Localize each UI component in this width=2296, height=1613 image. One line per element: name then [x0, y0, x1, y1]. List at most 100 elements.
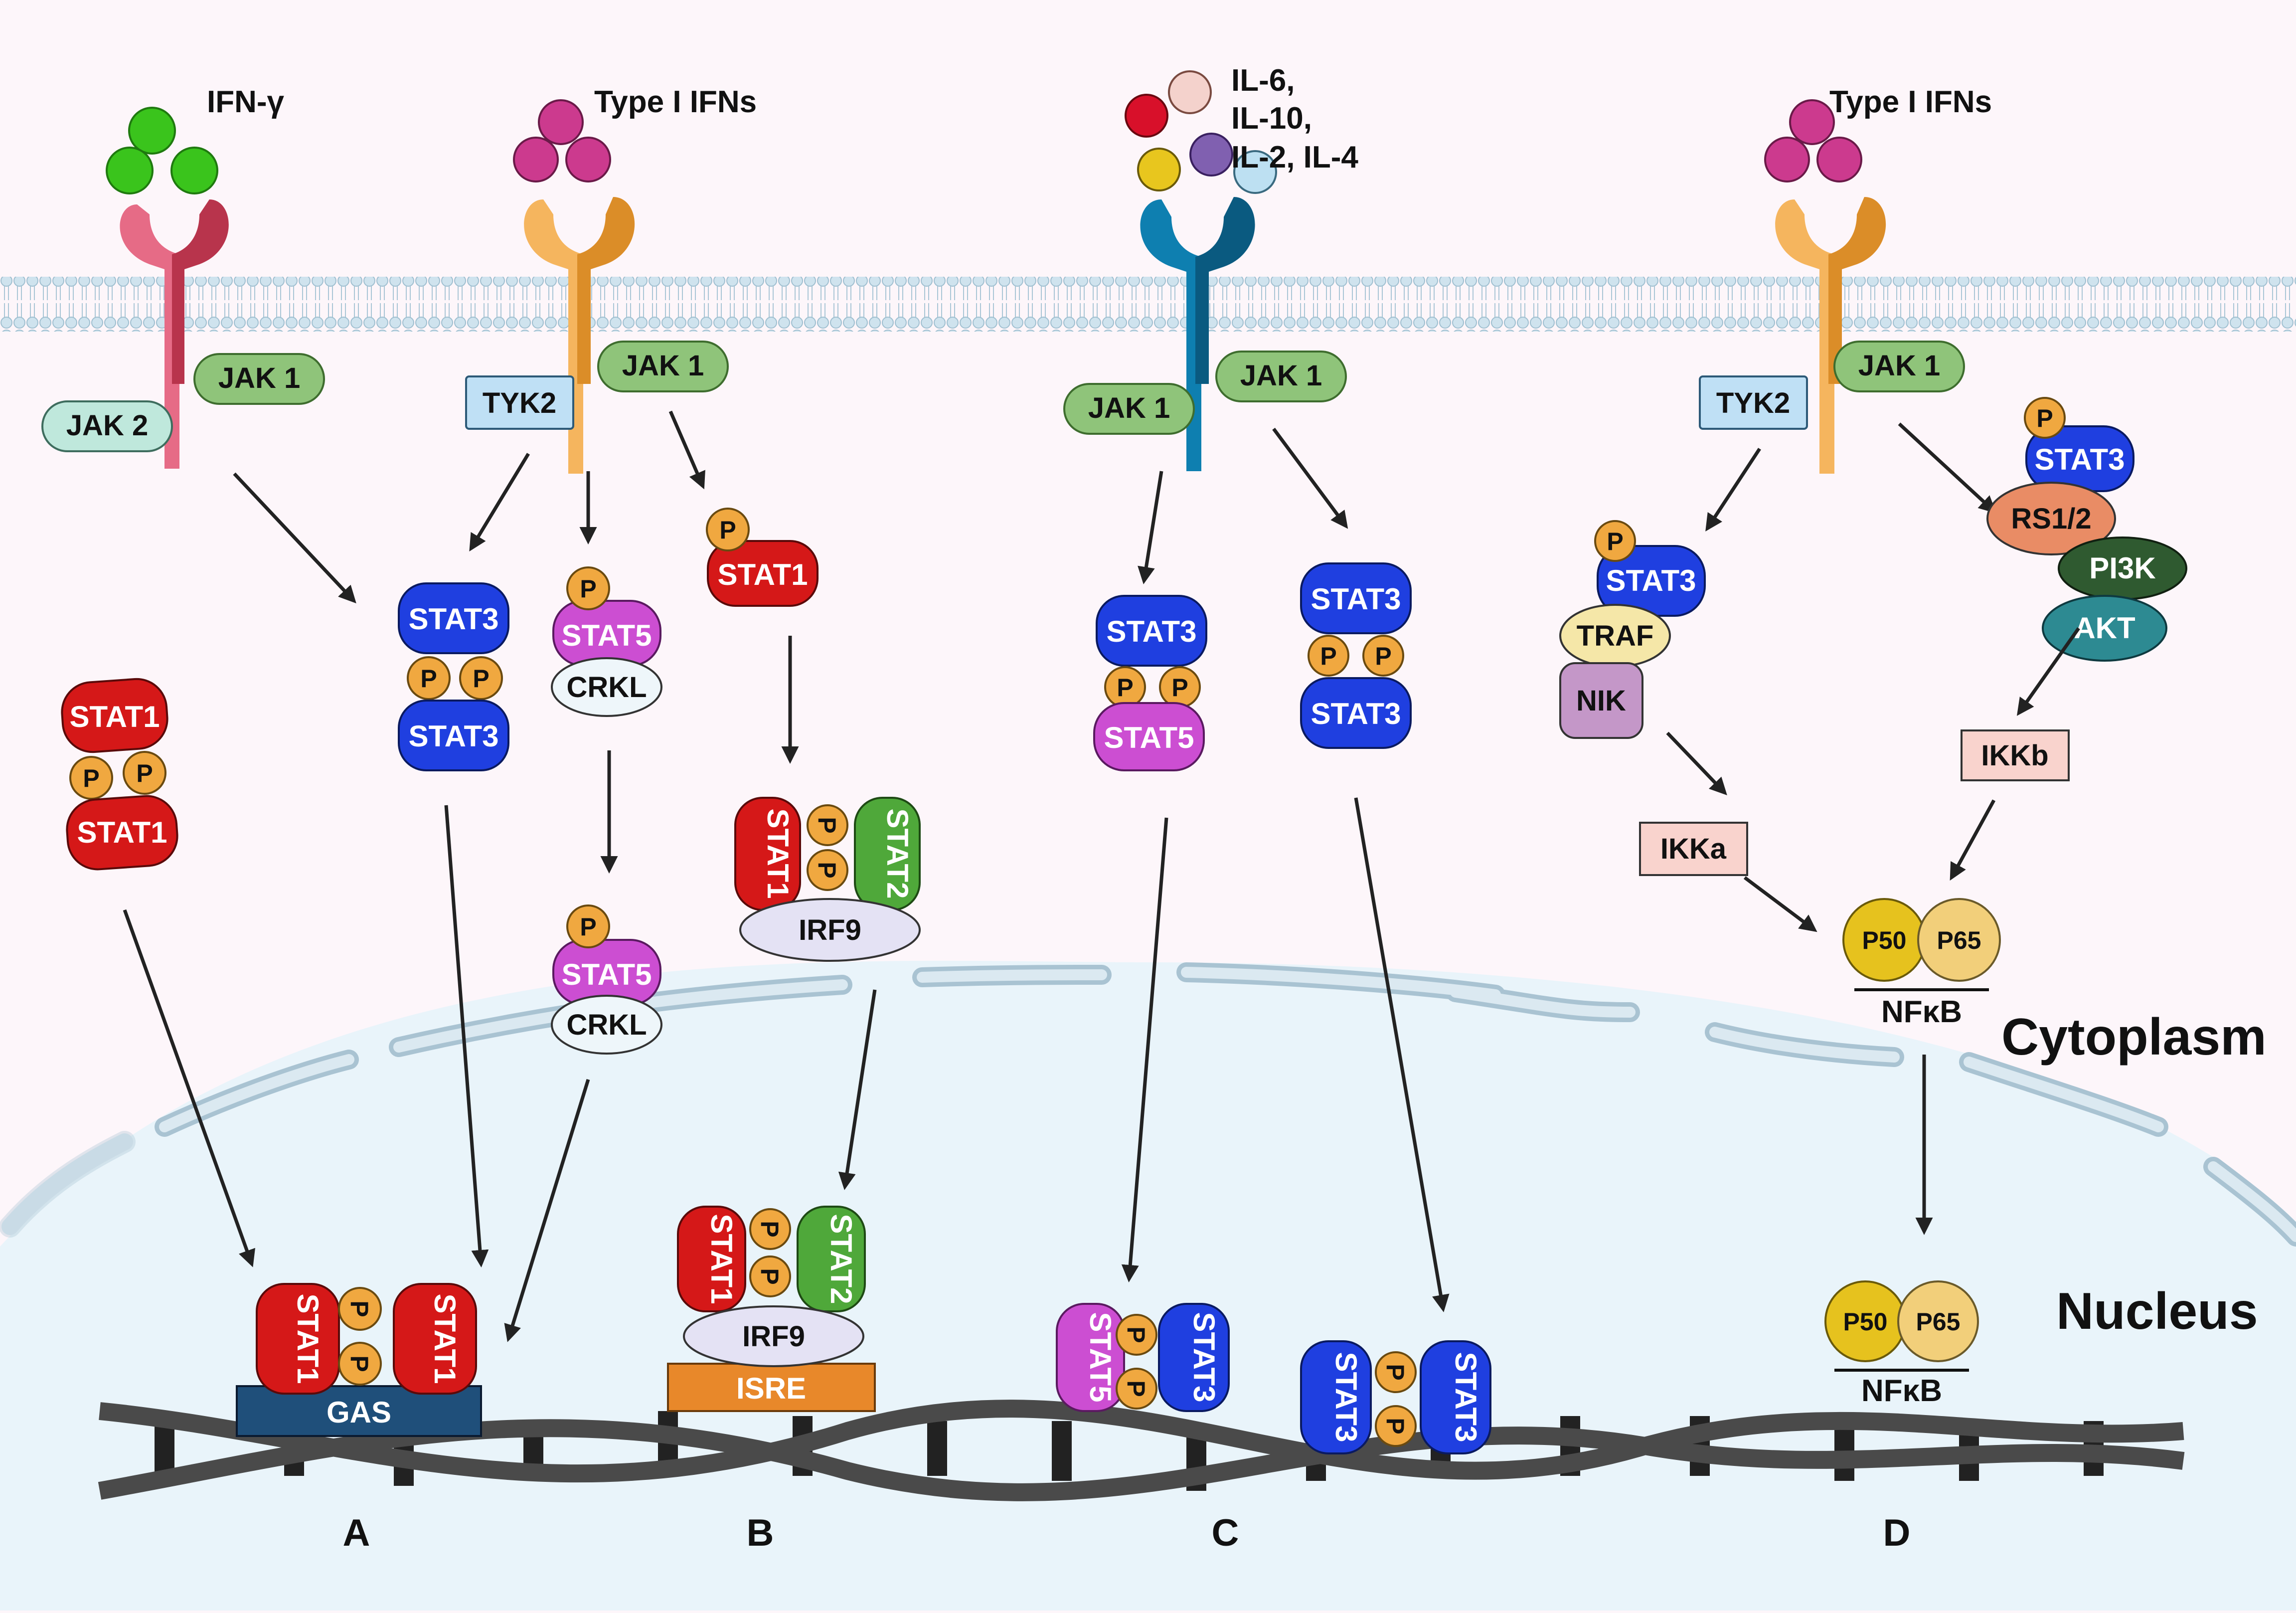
svg-text:RS1/2: RS1/2	[2011, 503, 2091, 535]
svg-text:STAT3: STAT3	[1187, 1312, 1221, 1402]
arrow-d2	[1898, 422, 1997, 514]
svg-text:P: P	[813, 862, 841, 878]
svg-text:JAK 2: JAK 2	[66, 409, 148, 442]
svg-text:STAT1: STAT1	[428, 1293, 462, 1384]
il-label-3: IL-2, IL-4	[1231, 140, 1358, 175]
il-label-1: IL-6,	[1231, 63, 1295, 98]
svg-text:IKKa: IKKa	[1660, 833, 1727, 865]
stat3-rs12-pi3k-akt: STAT3 P RS1/2 PI3K AKT	[1986, 397, 2187, 662]
ligand-interleukins	[1125, 70, 1277, 194]
arrow-d4	[2016, 627, 2080, 716]
ifn-gamma-label: IFN-γ	[207, 85, 285, 119]
svg-text:P: P	[1122, 1326, 1150, 1343]
svg-text:STAT2: STAT2	[881, 808, 914, 898]
svg-text:IKKb: IKKb	[1981, 739, 2048, 772]
arrow-a3	[444, 805, 489, 1267]
ligand-type1-ifns-d	[1764, 99, 1862, 182]
svg-text:P: P	[1381, 1418, 1409, 1434]
type1-ifns-d-label: Type I IFNs	[1829, 85, 1992, 119]
svg-text:P65: P65	[1916, 1308, 1961, 1336]
jak1-c-right: JAK 1	[1215, 351, 1347, 402]
arrow-a1	[233, 472, 356, 604]
arrow-c2	[1272, 427, 1348, 529]
tyk2-d: TYK2	[1699, 375, 1808, 430]
arrow-b3	[668, 410, 705, 490]
isgf3-isre: ISRE STAT1 P P STAT2 IRF9	[667, 1206, 876, 1412]
svg-text:IRF9: IRF9	[742, 1320, 805, 1353]
stat3-dimer-a: STAT3 P P STAT3	[398, 582, 509, 771]
svg-text:JAK 1: JAK 1	[622, 350, 704, 382]
svg-text:TYK2: TYK2	[483, 387, 556, 419]
stat1-dimer-a: STAT1 P P STAT1	[61, 678, 178, 871]
arrow-d5	[1950, 799, 1996, 881]
jak1-b: JAK 1	[597, 341, 729, 392]
svg-text:STAT2: STAT2	[824, 1214, 858, 1304]
stat1-dimer-gas: GAS STAT1 P P STAT1	[236, 1283, 482, 1437]
svg-text:STAT1: STAT1	[705, 1214, 738, 1304]
svg-text:P: P	[1607, 528, 1623, 555]
ikka-box: IKKa	[1639, 822, 1748, 876]
svg-text:P: P	[719, 516, 736, 544]
stat3-stat5-c: STAT3 P P STAT5	[1093, 595, 1207, 771]
svg-text:P: P	[345, 1355, 373, 1372]
svg-text:P50: P50	[1843, 1308, 1888, 1336]
svg-text:P: P	[813, 817, 841, 833]
arrow-c4	[1354, 797, 1450, 1312]
nucleus-label: Nucleus	[2056, 1282, 2258, 1340]
svg-text:P: P	[2036, 404, 2053, 432]
svg-text:NFκB: NFκB	[1861, 1374, 1942, 1408]
arrow-d6	[1743, 876, 1817, 932]
svg-text:STAT1: STAT1	[717, 558, 808, 591]
panel-label-c: C	[1212, 1512, 1239, 1554]
stat3-dimer-nucleus: STAT3 P P STAT3	[1300, 1340, 1491, 1454]
panel-label-a: A	[343, 1512, 370, 1554]
stat3-traf-nik: STAT3 P TRAF NIK	[1559, 520, 1706, 739]
svg-text:P: P	[1381, 1364, 1409, 1380]
svg-text:NFκB: NFκB	[1881, 995, 1962, 1029]
svg-text:STAT5: STAT5	[1084, 1312, 1117, 1402]
jak1-c-left: JAK 1	[1063, 383, 1195, 435]
svg-text:P: P	[580, 575, 596, 603]
svg-text:AKT: AKT	[2074, 611, 2135, 645]
svg-text:P: P	[1171, 674, 1188, 702]
svg-text:P: P	[756, 1221, 784, 1237]
svg-text:CRKL: CRKL	[566, 671, 647, 704]
svg-text:JAK 1: JAK 1	[1858, 350, 1940, 382]
svg-text:P: P	[420, 665, 437, 693]
arrow-b7	[838, 989, 877, 1190]
plasma-membrane	[0, 277, 2296, 332]
svg-text:STAT5: STAT5	[561, 958, 652, 991]
arrow-c3	[1121, 817, 1168, 1282]
svg-text:P50: P50	[1862, 926, 1907, 954]
svg-text:P65: P65	[1937, 926, 1981, 954]
svg-text:STAT3: STAT3	[408, 719, 498, 753]
svg-text:IRF9: IRF9	[799, 914, 861, 946]
svg-text:STAT3: STAT3	[1311, 697, 1401, 730]
svg-text:JAK 1: JAK 1	[218, 362, 300, 394]
svg-text:P: P	[345, 1300, 373, 1317]
svg-text:P: P	[473, 665, 489, 693]
arrow-c1	[1138, 471, 1163, 584]
panel-label-d: D	[1883, 1512, 1911, 1554]
svg-text:P: P	[1320, 642, 1336, 670]
svg-text:PI3K: PI3K	[2089, 551, 2155, 585]
svg-text:STAT3: STAT3	[408, 602, 498, 636]
svg-text:ISRE: ISRE	[736, 1372, 806, 1405]
jak2-a: JAK 2	[41, 400, 173, 452]
isgf3-complex-cytoplasm: STAT1 P P STAT2 IRF9	[734, 797, 921, 962]
svg-text:STAT3: STAT3	[1106, 615, 1196, 648]
stat5-crkl-1: STAT5 P CRKL	[551, 566, 662, 717]
svg-text:JAK 1: JAK 1	[1088, 392, 1170, 424]
svg-text:P: P	[1117, 674, 1133, 702]
arrow-a2	[123, 909, 256, 1267]
svg-text:STAT3: STAT3	[1311, 582, 1401, 616]
arrow-d3	[1666, 731, 1727, 796]
svg-text:NIK: NIK	[1576, 685, 1626, 717]
svg-text:STAT1: STAT1	[761, 808, 795, 898]
svg-text:GAS: GAS	[327, 1396, 391, 1429]
arrow-b1	[469, 453, 530, 551]
svg-text:STAT3: STAT3	[1329, 1352, 1363, 1442]
stat3-dimer-c: STAT3 P P STAT3	[1300, 562, 1412, 749]
arrow-d1	[1705, 448, 1761, 532]
